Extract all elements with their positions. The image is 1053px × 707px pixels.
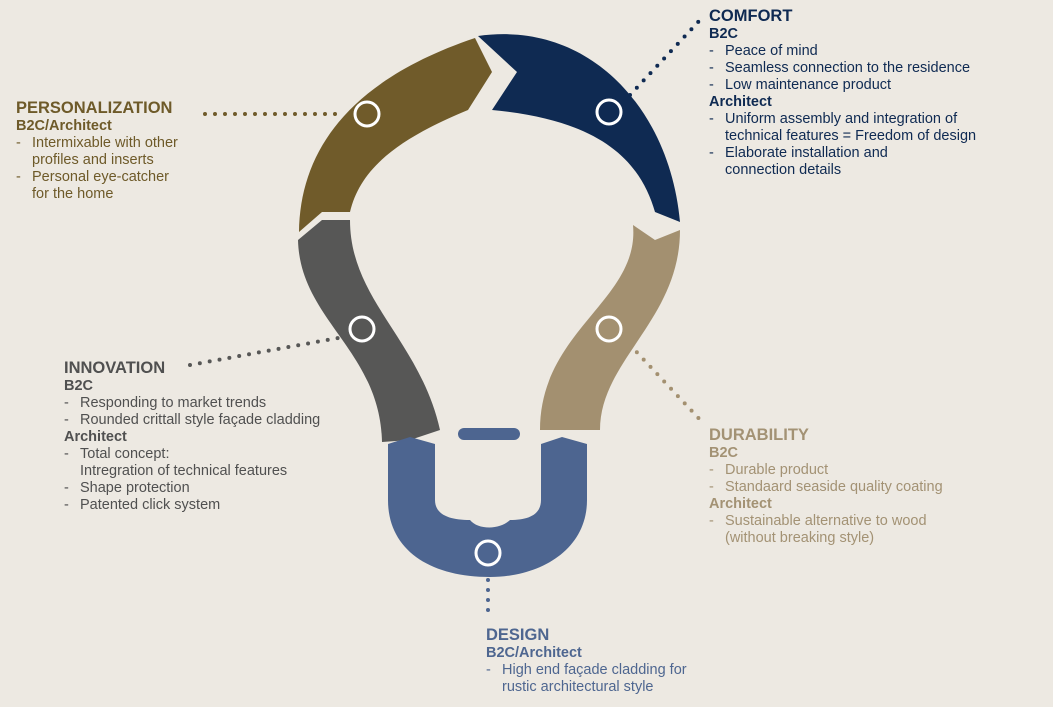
- innovation-list: Total concept: Intregration of technical…: [64, 446, 320, 514]
- list-item: Intermixable with other profiles and ins…: [16, 135, 178, 169]
- list-item: Personal eye-catcher for the home: [16, 169, 178, 203]
- list-item: Seamless connection to the residence: [709, 60, 976, 77]
- durability-group-heading: B2C: [709, 445, 739, 461]
- personalization-group-heading: B2C/Architect: [16, 118, 112, 134]
- list-item: Elaborate installation and connection de…: [709, 145, 976, 179]
- marker-design: [474, 539, 502, 567]
- bulb-segment-personalization: [299, 38, 492, 232]
- durability-block: DURABILITYB2CDurable productStandaard se…: [709, 425, 943, 547]
- list-item: Shape protection: [64, 480, 320, 497]
- innovation-title: INNOVATION: [64, 359, 166, 377]
- list-item: Standaard seaside quality coating: [709, 479, 943, 496]
- comfort-group-heading: B2C: [709, 26, 739, 42]
- bulb-segment-innovation: [298, 220, 440, 442]
- marker-personalization: [353, 100, 381, 128]
- personalization-list: Intermixable with other profiles and ins…: [16, 135, 178, 203]
- comfort-group-heading: Architect: [709, 94, 772, 110]
- bulb-segment-design: [388, 437, 587, 577]
- comfort-list: Uniform assembly and integration of tech…: [709, 111, 976, 179]
- list-item: High end façade cladding for rustic arch…: [486, 662, 687, 696]
- durability-group-heading: Architect: [709, 496, 772, 512]
- list-item: Sustainable alternative to wood (without…: [709, 513, 943, 547]
- list-item: Durable product: [709, 462, 943, 479]
- list-item: Low maintenance product: [709, 77, 976, 94]
- bulb-segment-comfort: [478, 34, 680, 222]
- comfort-block: COMFORTB2CPeace of mindSeamless connecti…: [709, 6, 976, 179]
- leader-durability: [628, 343, 707, 427]
- bulb-segment-durability: [540, 225, 680, 430]
- leader-comfort: [628, 18, 702, 97]
- list-item: Peace of mind: [709, 43, 976, 60]
- comfort-title: COMFORT: [709, 7, 793, 25]
- innovation-block: INNOVATIONB2CResponding to market trends…: [64, 358, 320, 514]
- list-item: Total concept: Intregration of technical…: [64, 446, 320, 480]
- durability-list: Durable productStandaard seaside quality…: [709, 462, 943, 496]
- list-item: Uniform assembly and integration of tech…: [709, 111, 976, 145]
- design-list: High end façade cladding for rustic arch…: [486, 662, 687, 696]
- personalization-title: PERSONALIZATION: [16, 99, 173, 117]
- marker-comfort: [595, 98, 623, 126]
- list-item: Rounded crittall style façade cladding: [64, 412, 320, 429]
- innovation-group-heading: Architect: [64, 429, 127, 445]
- list-item: Responding to market trends: [64, 395, 320, 412]
- design-group-heading: B2C/Architect: [486, 645, 582, 661]
- innovation-group-heading: B2C: [64, 378, 94, 394]
- marker-durability: [595, 315, 623, 343]
- list-item: Patented click system: [64, 497, 320, 514]
- comfort-list: Peace of mindSeamless connection to the …: [709, 43, 976, 94]
- bulb-filament-bar: [458, 428, 520, 440]
- design-title: DESIGN: [486, 626, 550, 644]
- durability-list: Sustainable alternative to wood (without…: [709, 513, 943, 547]
- durability-title: DURABILITY: [709, 426, 809, 444]
- innovation-list: Responding to market trendsRounded critt…: [64, 395, 320, 429]
- personalization-block: PERSONALIZATIONB2C/ArchitectIntermixable…: [16, 98, 178, 203]
- marker-innovation: [348, 315, 376, 343]
